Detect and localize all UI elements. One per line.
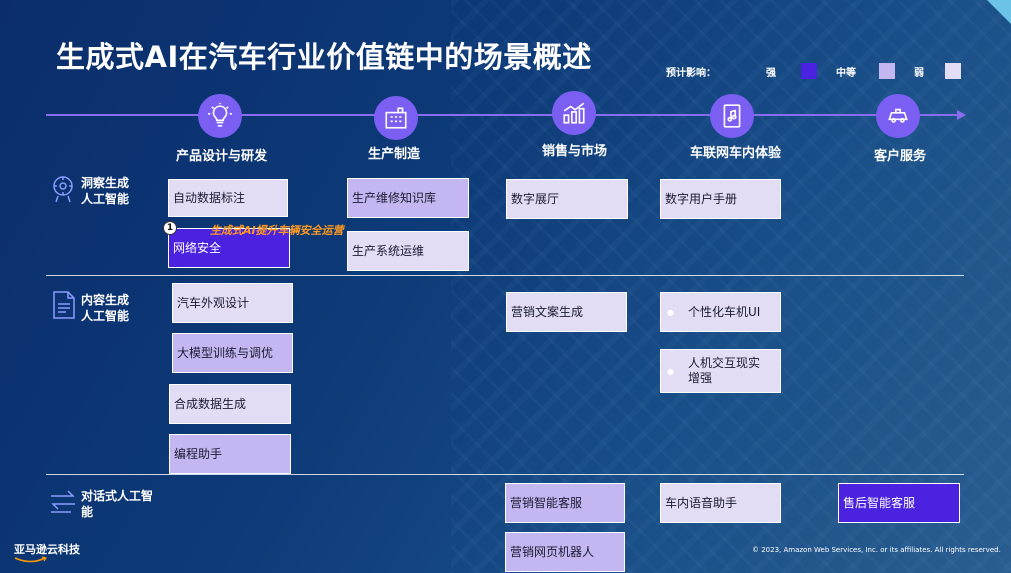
document-icon bbox=[53, 291, 75, 319]
brain-icon bbox=[53, 176, 73, 203]
legend-medium-label: 中等 bbox=[836, 68, 856, 79]
bullet-icon: ● bbox=[667, 307, 674, 317]
row-divider bbox=[46, 474, 964, 475]
scenario-number-badge: 1 bbox=[163, 221, 177, 235]
factory-icon bbox=[374, 96, 418, 140]
cell-marketing-copy: 营销文案生成 bbox=[506, 292, 627, 332]
legend-medium-swatch bbox=[879, 63, 895, 79]
legend-label: 预计影响： bbox=[666, 68, 716, 79]
cell-production-ops: 生产系统运维 bbox=[347, 231, 469, 271]
row-label-insight-ai: 洞察生成 人工智能 bbox=[81, 176, 130, 206]
cell-in-car-voice: 车内语音助手 bbox=[660, 483, 781, 523]
copyright-notice: © 2023, Amazon Web Services, Inc. or its… bbox=[752, 546, 1001, 554]
corner-accent bbox=[987, 0, 1011, 24]
chart-icon bbox=[552, 91, 596, 135]
cell-synthetic-data: 合成数据生成 bbox=[169, 384, 291, 424]
stage-label-customer-service: 客户服务 bbox=[874, 149, 927, 164]
cell-personal-ui-label: 个性化车机UI bbox=[687, 304, 761, 319]
cell-personal-ui: ● 个性化车机UI bbox=[660, 292, 781, 332]
cell-digital-showroom: 数字展厅 bbox=[506, 179, 628, 219]
stage-label-manufacturing: 生产制造 bbox=[368, 147, 421, 162]
legend-strong-swatch bbox=[801, 63, 817, 79]
cell-hmi-ar: ● 人机交互现实增强 bbox=[660, 349, 781, 393]
cell-after-sales-service: 售后智能客服 bbox=[838, 483, 960, 523]
brand-logo-text: 亚马逊云科技 bbox=[14, 543, 80, 556]
cell-network-security: 网络安全 bbox=[168, 228, 290, 268]
row-label-conversational-ai: 对话式人工智 能 bbox=[81, 489, 154, 519]
bullet-icon: ● bbox=[667, 366, 674, 376]
legend-strong-label: 强 bbox=[766, 68, 776, 79]
value-chain-timeline bbox=[46, 110, 966, 120]
cell-maintenance-kb: 生产维修知识库 bbox=[347, 178, 469, 218]
cell-web-robot: 营销网页机器人 bbox=[505, 532, 625, 572]
tablet-music-icon bbox=[710, 94, 754, 138]
cell-hmi-ar-label: 人机交互现实增强 bbox=[687, 356, 760, 385]
stage-label-connected-car: 车联网车内体验 bbox=[690, 146, 782, 161]
conversation-arrows-icon bbox=[51, 490, 75, 513]
cell-llm-finetune: 大模型训练与调优 bbox=[172, 333, 293, 373]
row-divider bbox=[46, 275, 964, 276]
legend-weak-swatch bbox=[945, 63, 961, 79]
stage-label-sales: 销售与市场 bbox=[542, 144, 608, 159]
lightbulb-icon bbox=[198, 94, 242, 138]
stage-label-rnd: 产品设计与研发 bbox=[176, 149, 268, 164]
smile-logo-icon bbox=[14, 556, 47, 563]
cell-auto-labeling: 自动数据标注 bbox=[168, 179, 288, 217]
car-service-icon bbox=[876, 94, 920, 138]
row-label-content-ai: 内容生成 人工智能 bbox=[81, 293, 130, 323]
page-title: 生成式AI在汽车行业价值链中的场景概述 bbox=[56, 40, 592, 74]
cell-exterior-design: 汽车外观设计 bbox=[172, 283, 293, 323]
cell-smart-sales-service: 营销智能客服 bbox=[505, 483, 625, 523]
scenario-badge-note: 生成式AI提升车辆安全运营 bbox=[210, 224, 344, 237]
cell-coding-assistant: 编程助手 bbox=[169, 434, 291, 474]
legend-weak-label: 弱 bbox=[914, 68, 924, 79]
cell-digital-manual: 数字用户手册 bbox=[660, 179, 781, 219]
